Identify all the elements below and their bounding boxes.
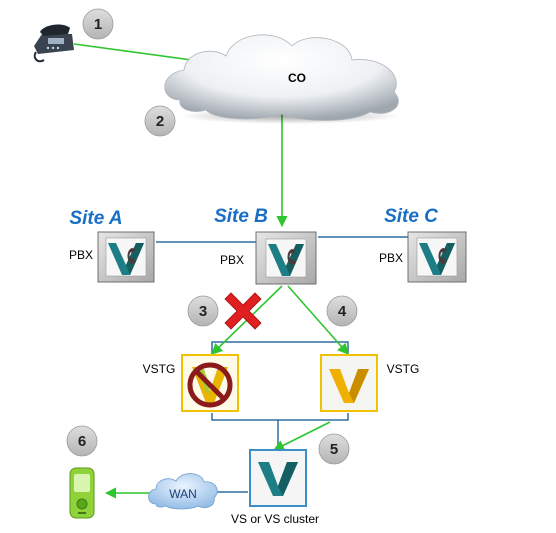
pbx-a-icon	[97, 231, 155, 283]
step-badge-2: 2	[144, 105, 176, 137]
step-number: 4	[338, 303, 347, 320]
desk-phone-icon	[33, 24, 74, 63]
vstg-top-bus	[211, 341, 349, 356]
site-b-label: Site B	[214, 206, 268, 227]
pbx-b-icon	[255, 231, 317, 285]
site-a-label: Site A	[69, 208, 122, 229]
step-badge-3: 3	[187, 295, 219, 327]
step-number: 5	[330, 441, 338, 458]
mobile-device-icon	[69, 467, 95, 519]
step-badge-6: 6	[66, 425, 98, 457]
site-c-label: Site C	[384, 206, 438, 227]
pbx-c-label: PBX	[379, 251, 403, 265]
wan-cloud-icon: WAN	[148, 473, 218, 510]
step-number: 2	[156, 113, 164, 130]
step-number: 1	[94, 16, 102, 33]
vs-label: VS or VS cluster	[231, 512, 319, 526]
arrow-bus-to-vs	[272, 421, 331, 451]
step-badge-5: 5	[318, 433, 350, 465]
arrow-pbx-b-to-vstg-2	[287, 285, 349, 355]
pbx-a-label: PBX	[69, 248, 93, 262]
vs-icon	[249, 449, 307, 507]
pbx-c-icon	[407, 231, 467, 283]
vstg-2-icon	[320, 354, 378, 412]
vstg-1-label: VSTG	[143, 362, 176, 376]
failure-x-icon	[224, 292, 262, 330]
vstg-2-label: VSTG	[387, 362, 420, 376]
prohibited-icon	[187, 362, 233, 408]
wan-label: WAN	[169, 487, 197, 501]
co-label: CO	[288, 71, 306, 85]
vstg-1-icon	[181, 354, 239, 412]
step-badge-4: 4	[326, 295, 358, 327]
vstg-bottom-bus	[211, 413, 349, 421]
step-number: 3	[199, 303, 207, 320]
step-badge-1: 1	[82, 8, 114, 40]
pbx-b-label: PBX	[220, 253, 244, 267]
step-number: 6	[78, 433, 86, 450]
co-cloud-icon: CO	[164, 34, 400, 124]
